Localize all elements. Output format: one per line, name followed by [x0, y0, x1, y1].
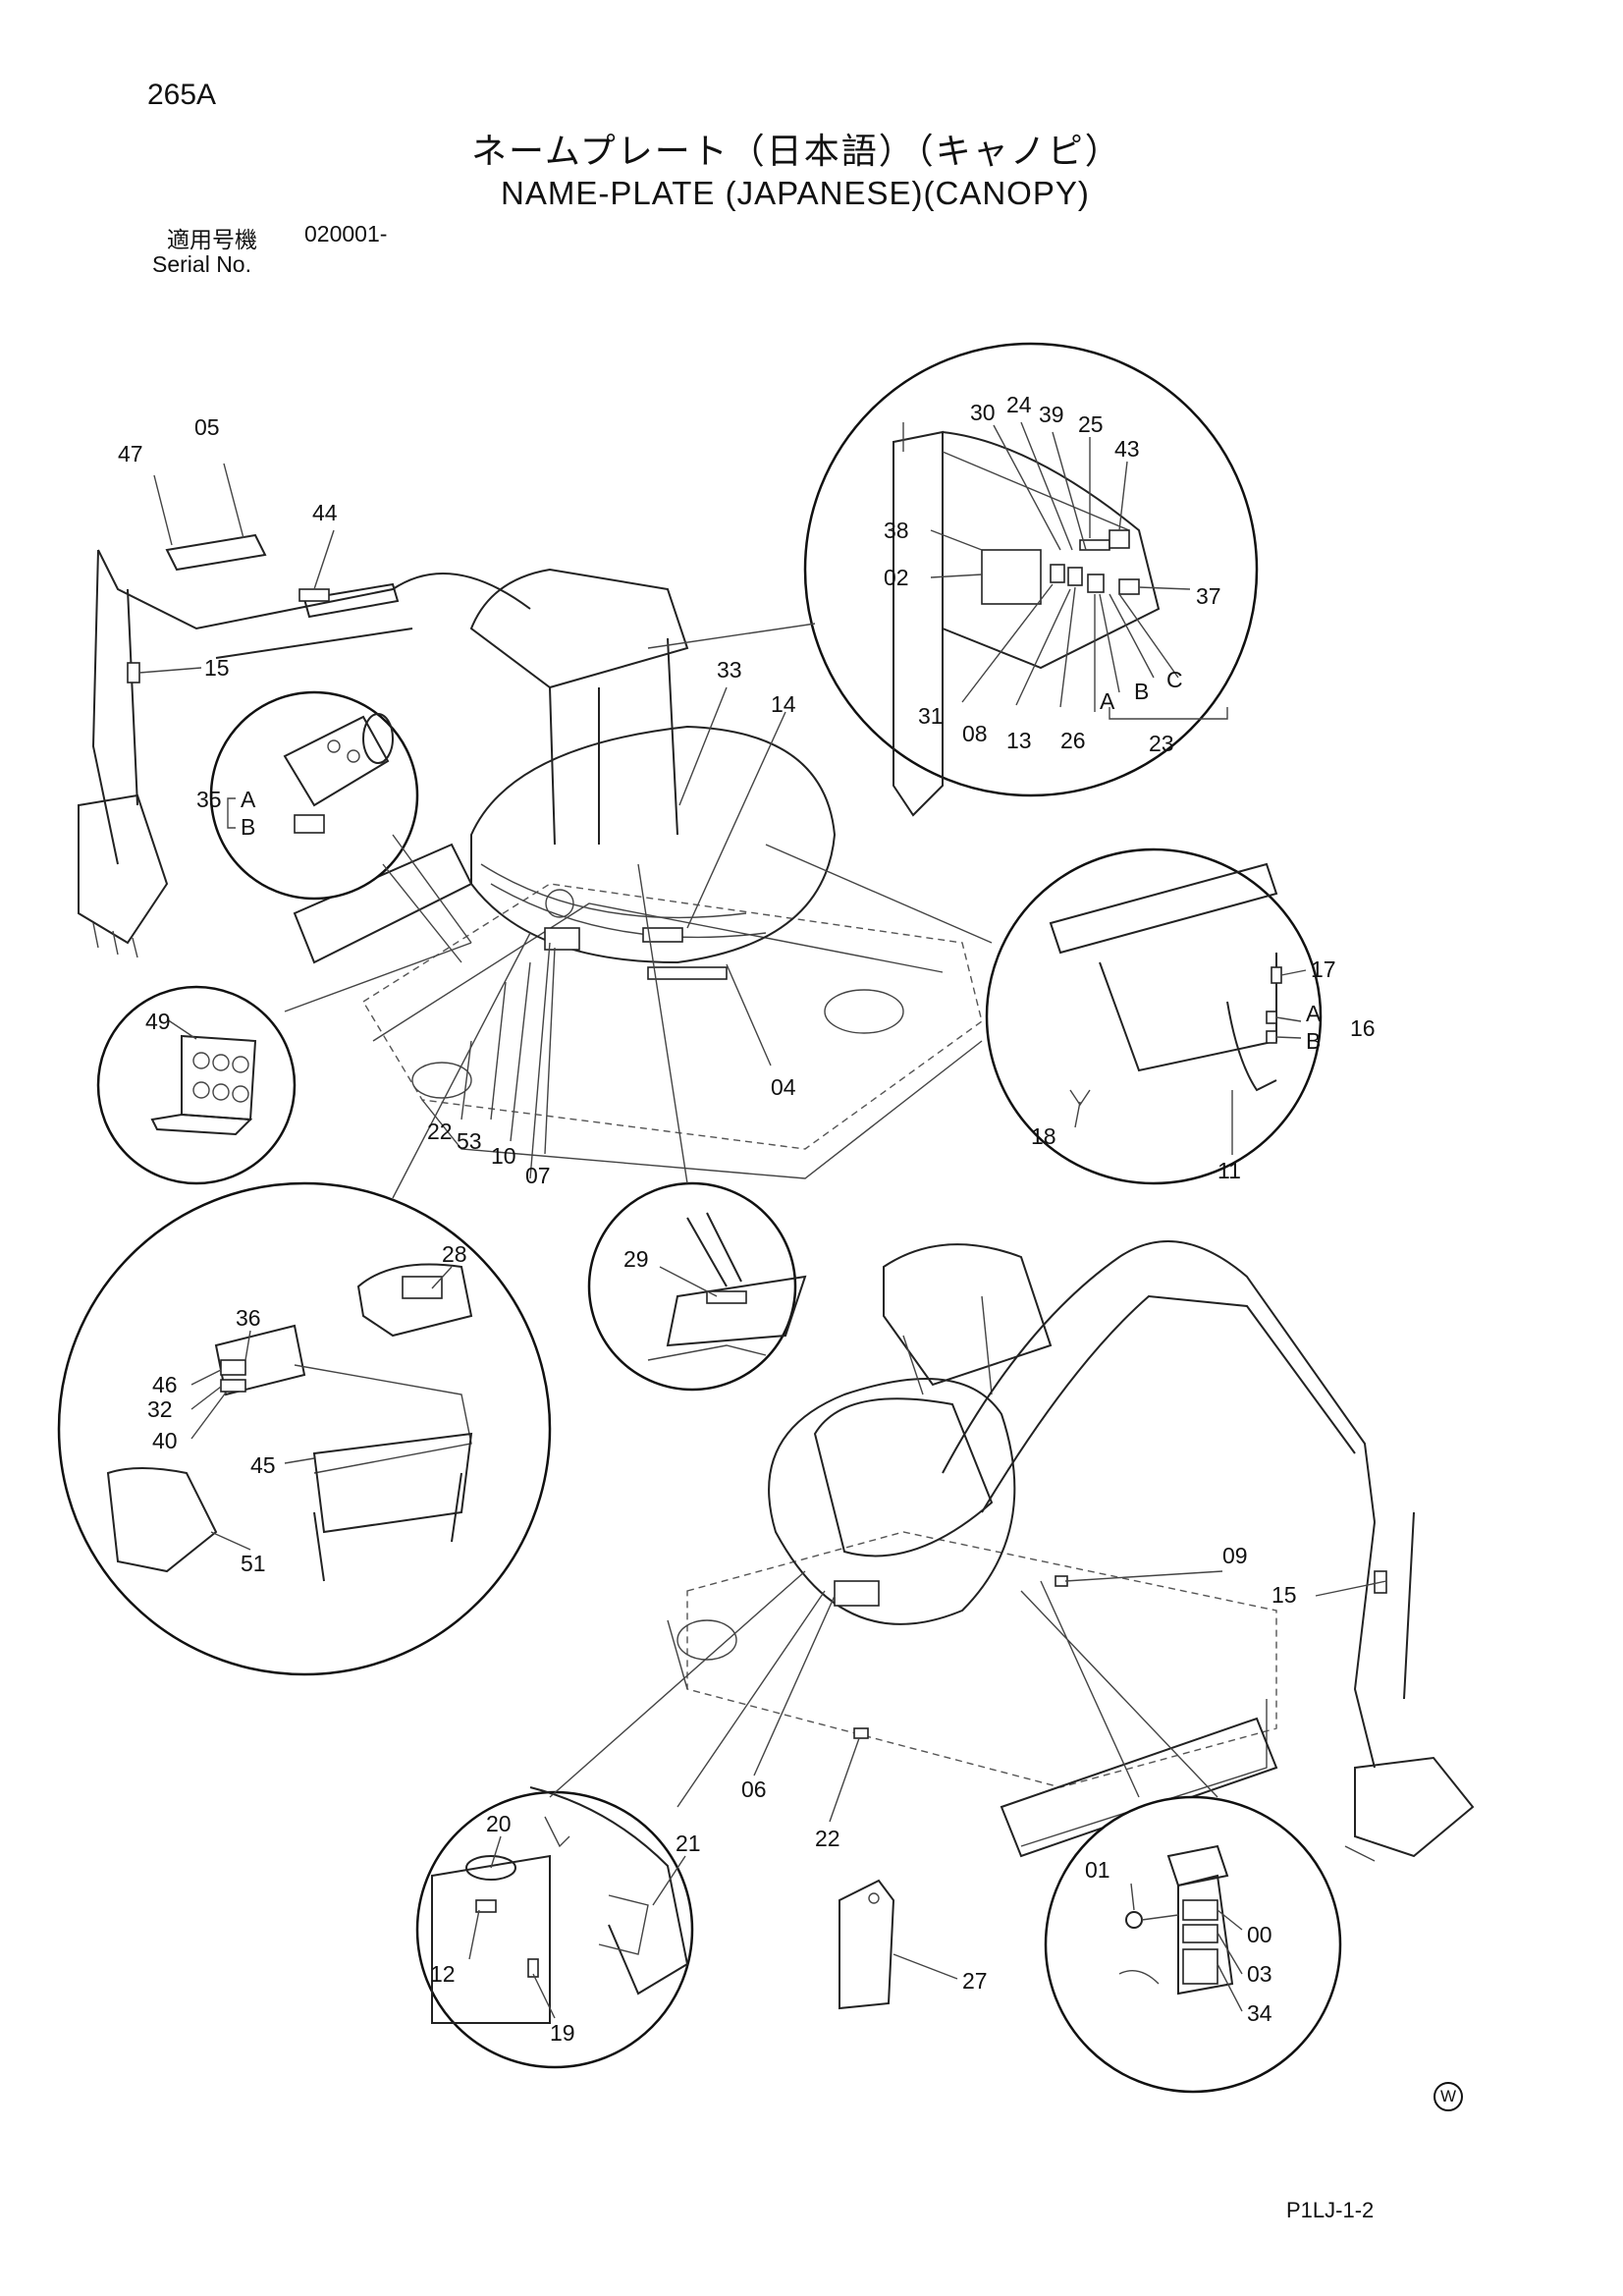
page-title-japanese: ネームプレート（日本語）（キャノピ）: [471, 132, 1122, 172]
plate-43: [1109, 529, 1130, 549]
callout-34: 34: [1247, 2000, 1272, 2026]
callout-46: 46: [152, 1372, 178, 1397]
plate-37: [1118, 578, 1140, 595]
callout-35-b: B: [241, 814, 255, 840]
callout-16-a: A: [1306, 1001, 1322, 1026]
callout-20: 20: [486, 1811, 512, 1836]
callout-29: 29: [623, 1246, 649, 1272]
callout-10: 10: [491, 1143, 516, 1169]
detail-connectors: [284, 623, 1218, 1808]
serial-label-english: Serial No.: [152, 251, 251, 277]
callout-23-a: A: [1100, 688, 1115, 714]
serial-label-japanese: 適用号機: [167, 228, 257, 253]
callout-00: 00: [1247, 1922, 1272, 1947]
callout-44: 44: [312, 500, 338, 525]
detail-circle-console: [57, 1181, 552, 1676]
callout-30: 30: [970, 400, 996, 425]
callout-03: 03: [1247, 1961, 1272, 1987]
part-35-detail: [283, 713, 394, 834]
callout-14: 14: [771, 691, 796, 717]
plate-22-lower: [853, 1727, 869, 1739]
cab-panel-detail: [893, 422, 1161, 817]
callout-40: 40: [152, 1428, 178, 1453]
part-49-detail: [150, 1034, 257, 1136]
console-detail: [106, 1263, 473, 1582]
callout-37: 37: [1196, 583, 1221, 609]
callout-06: 06: [741, 1777, 767, 1802]
callout-07: 07: [525, 1163, 551, 1188]
plate-02: [981, 549, 1042, 605]
callout-26: 26: [1060, 728, 1086, 753]
callout-16: 16: [1350, 1015, 1376, 1041]
plate-44: [298, 588, 330, 602]
callout-49: 49: [145, 1009, 171, 1034]
callout-15-lower: 15: [1271, 1582, 1297, 1608]
detail-circle-29: [587, 1181, 797, 1392]
plate-set-detail: [1118, 1844, 1234, 1995]
callout-25: 25: [1078, 411, 1104, 437]
callout-36: 36: [236, 1305, 261, 1331]
plate-06: [834, 1580, 880, 1607]
lower-excavator-illustration: [667, 1240, 1475, 1862]
plate-08: [1050, 564, 1065, 583]
upper-excavator-illustration: [78, 533, 983, 1179]
callout-19: 19: [550, 2020, 575, 2046]
leader-lines: [138, 421, 1387, 2019]
callout-35-a: A: [241, 787, 256, 812]
callout-39: 39: [1039, 402, 1064, 427]
callout-22-upper: 22: [427, 1119, 453, 1144]
plate-14: [642, 927, 683, 943]
callout-02: 02: [884, 565, 909, 590]
callout-22-lower: 22: [815, 1826, 840, 1851]
callout-05: 05: [194, 414, 220, 440]
callout-28: 28: [442, 1241, 467, 1267]
callout-35: 35: [196, 787, 222, 812]
callout-04: 04: [771, 1074, 796, 1100]
detail-circle-35: [209, 690, 419, 901]
callout-23: 23: [1149, 731, 1174, 756]
callout-27: 27: [962, 1968, 988, 1994]
callout-45: 45: [250, 1452, 276, 1478]
detail-circle-plate-set: [1044, 1795, 1342, 2094]
callout-12: 12: [430, 1961, 456, 1987]
callout-33: 33: [717, 657, 742, 683]
part-27-tag: [839, 1879, 895, 2010]
page-title-english: NAME-PLATE (JAPANESE)(CANOPY): [501, 175, 1090, 211]
callout-21: 21: [676, 1831, 701, 1856]
callout-23-b: B: [1134, 679, 1149, 704]
page-id: 265A: [147, 79, 217, 111]
detail-circle-side-frame: [985, 847, 1323, 1185]
callout-09: 09: [1222, 1543, 1248, 1568]
callout-47: 47: [118, 441, 143, 466]
callout-51: 51: [241, 1551, 266, 1576]
callout-17: 17: [1311, 957, 1336, 982]
plate-04: [647, 966, 728, 980]
callout-23-c: C: [1166, 667, 1183, 692]
plate-15-upper: [127, 662, 140, 683]
callout-43: 43: [1114, 436, 1140, 462]
callout-13: 13: [1006, 728, 1032, 753]
part-29-detail: [647, 1212, 807, 1361]
callout-labels: 47 05 44 15 35 A B 33 14 30 24 39 25 43 …: [118, 392, 1376, 2046]
callout-38: 38: [884, 518, 909, 543]
callout-08: 08: [962, 721, 988, 746]
plate-07: [544, 927, 580, 951]
callout-01: 01: [1085, 1857, 1110, 1883]
callout-18: 18: [1031, 1123, 1056, 1149]
detail-circle-49: [96, 985, 297, 1185]
footer-page-code: P1LJ-1-2: [1286, 2198, 1375, 2222]
callout-24: 24: [1006, 392, 1032, 417]
callout-16-b: B: [1306, 1028, 1321, 1054]
callout-15-upper: 15: [204, 655, 230, 681]
callout-31: 31: [918, 703, 944, 729]
plate-13: [1067, 567, 1083, 586]
callout-32: 32: [147, 1396, 173, 1422]
serial-number-value: 020001-: [304, 221, 388, 246]
w-mark-icon: W: [1434, 2082, 1463, 2111]
callout-11: 11: [1217, 1158, 1241, 1183]
plate-26: [1087, 574, 1105, 593]
callout-53: 53: [457, 1128, 482, 1154]
